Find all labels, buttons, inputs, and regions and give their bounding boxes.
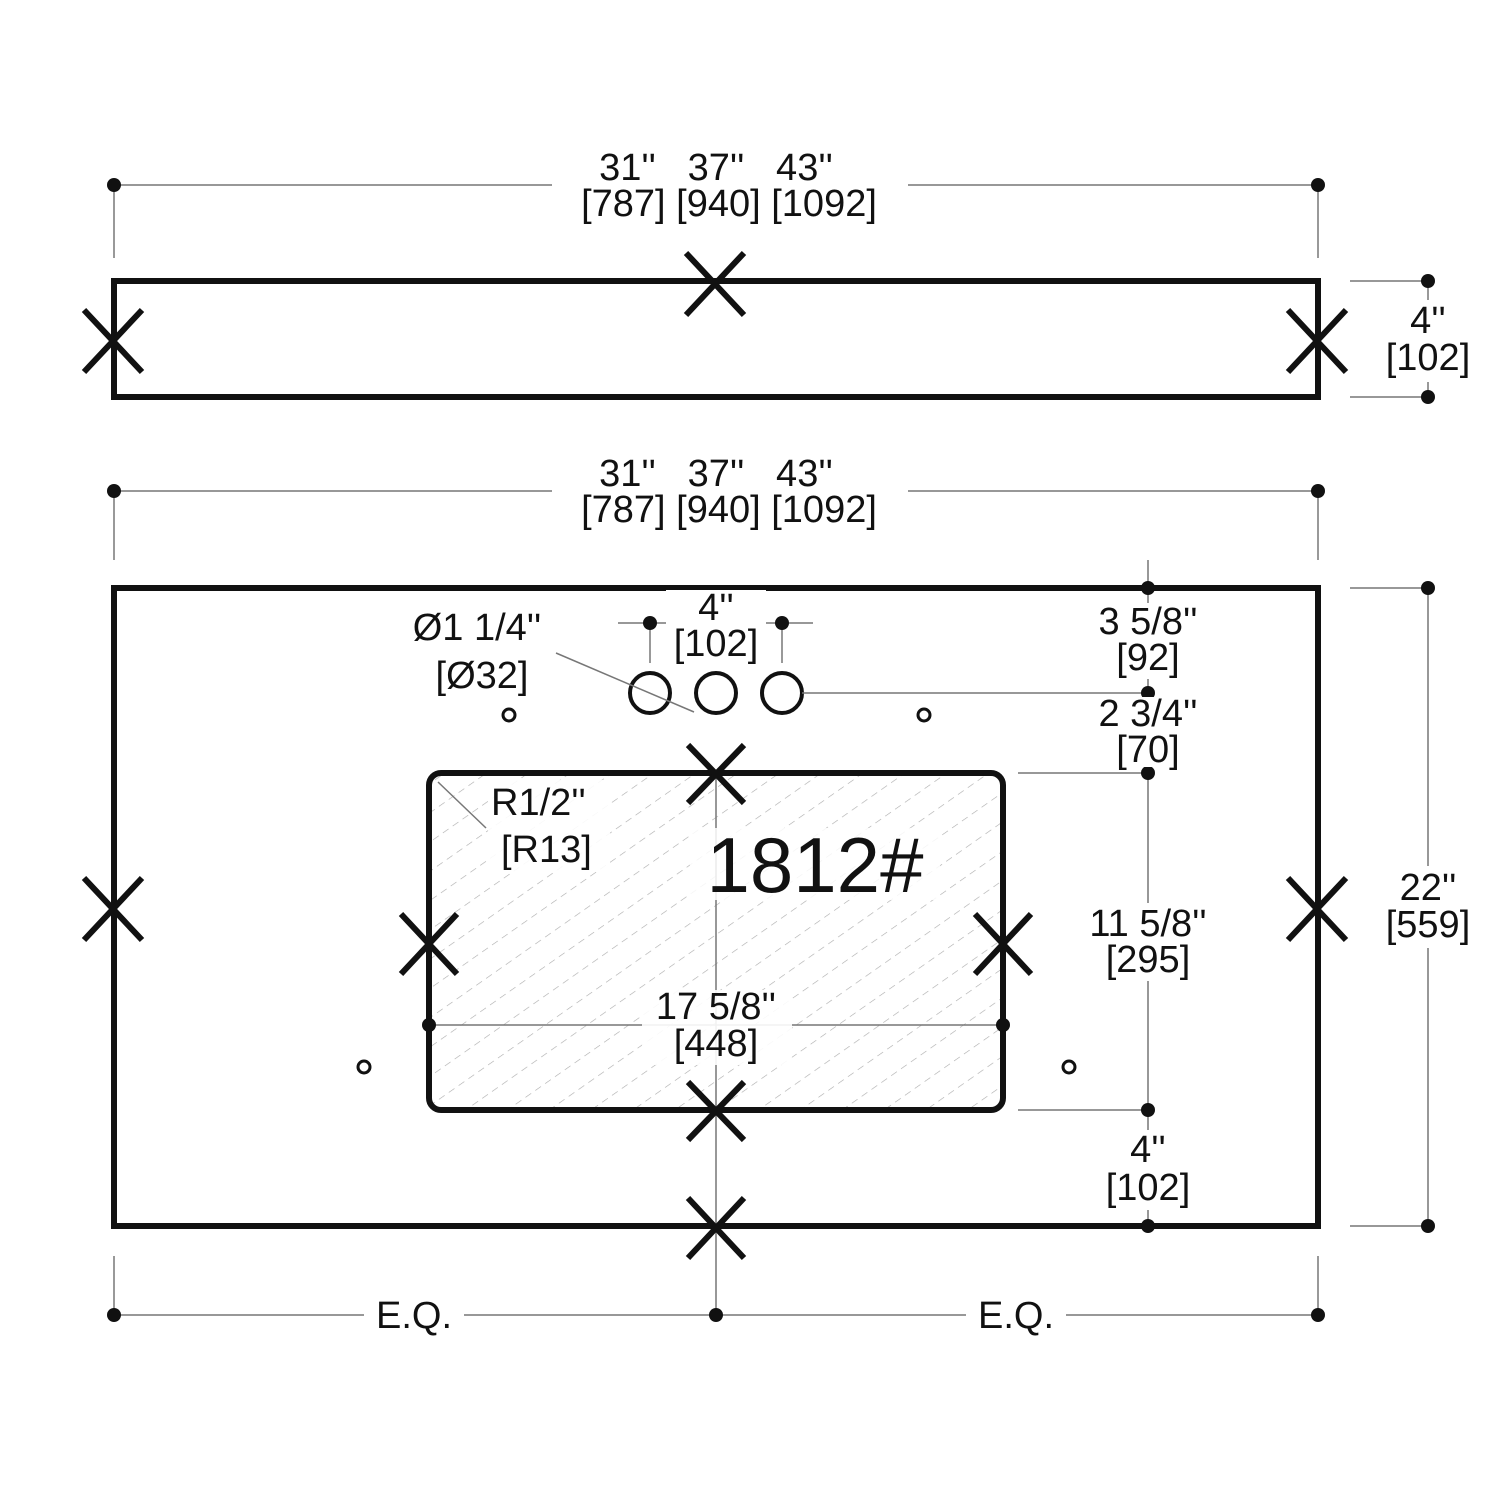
mounting-hole [356, 1059, 372, 1075]
bowl-model-number: 1812# [707, 821, 924, 909]
bowl-radius-metric: [R13] [501, 829, 592, 871]
top-depth-metric: [559] [1386, 904, 1471, 946]
bottom-eq-dimension: E.Q. E.Q. [107, 1256, 1325, 1337]
bowl-to-front-metric: [102] [1106, 1167, 1191, 1209]
faucet-hole-dia-imperial: Ø1 1/4'' [413, 607, 542, 649]
bowl-radius-callout: R1/2'' [R13] [437, 780, 610, 872]
faucet-spacing-metric: [102] [674, 623, 759, 665]
backsplash-width-dimension: 31'' 37'' 43'' [787] [940] [1092] [107, 145, 1325, 258]
top-x-marks [81, 742, 1349, 1261]
mounting-hole [501, 707, 517, 723]
holes-to-bowl-imperial: 2 3/4'' [1098, 693, 1197, 735]
mounting-hole [1061, 1059, 1077, 1075]
backsplash-width-metric: [787] [940] [1092] [581, 183, 877, 225]
eq-left-label: E.Q. [376, 1295, 452, 1337]
top-depth-imperial: 22'' [1400, 867, 1457, 909]
eq-right-label: E.Q. [978, 1295, 1054, 1337]
backsplash-outline [111, 278, 1321, 400]
bowl-width-dimension: 17 5/8'' [448] [422, 986, 1010, 1065]
faucet-spacing-imperial: 4'' [698, 587, 734, 629]
top-width-metric: [787] [940] [1092] [581, 489, 877, 531]
edge-to-holes-metric: [92] [1116, 637, 1179, 679]
edge-to-holes-imperial: 3 5/8'' [1098, 601, 1197, 643]
mounting-hole [916, 707, 932, 723]
holes-to-bowl-metric: [70] [1116, 729, 1179, 771]
backsplash-width-imperial: 31'' 37'' 43'' [599, 147, 833, 189]
bowl-width-imperial: 17 5/8'' [656, 986, 776, 1028]
mounting-holes [356, 707, 1077, 1075]
top-width-dimension: 31'' 37'' 43'' [787] [940] [1092] [107, 452, 1325, 560]
faucet-hole-right [760, 671, 804, 715]
bowl-depth-metric: [295] [1106, 939, 1191, 981]
faucet-hole-dia-metric: [Ø32] [436, 655, 529, 697]
top-width-imperial: 31'' 37'' 43'' [599, 453, 833, 495]
top-depth-dimension: 22'' [559] [1350, 581, 1478, 1233]
bowl-to-front-imperial: 4'' [1130, 1129, 1166, 1171]
bowl-width-metric: [448] [674, 1023, 759, 1065]
bowl-radius-imperial: R1/2'' [491, 782, 586, 824]
faucet-hole-diameter-callout: Ø1 1/4'' [Ø32] [413, 607, 695, 713]
bowl-depth-imperial: 11 5/8'' [1089, 903, 1206, 945]
faucet-holes [628, 671, 804, 715]
backsplash-height-metric: [102] [1386, 337, 1471, 379]
backsplash-x-marks [81, 250, 1349, 375]
faucet-hole-center [694, 671, 738, 715]
right-vertical-dimensions: 3 5/8'' [92] 2 3/4'' [70] 11 5/8'' [295]… [802, 560, 1228, 1233]
backsplash-height-imperial: 4'' [1410, 300, 1446, 342]
faucet-spacing-dimension: 4'' [102] [618, 587, 813, 665]
backsplash-height-dimension: 4'' [102] [1350, 274, 1478, 404]
